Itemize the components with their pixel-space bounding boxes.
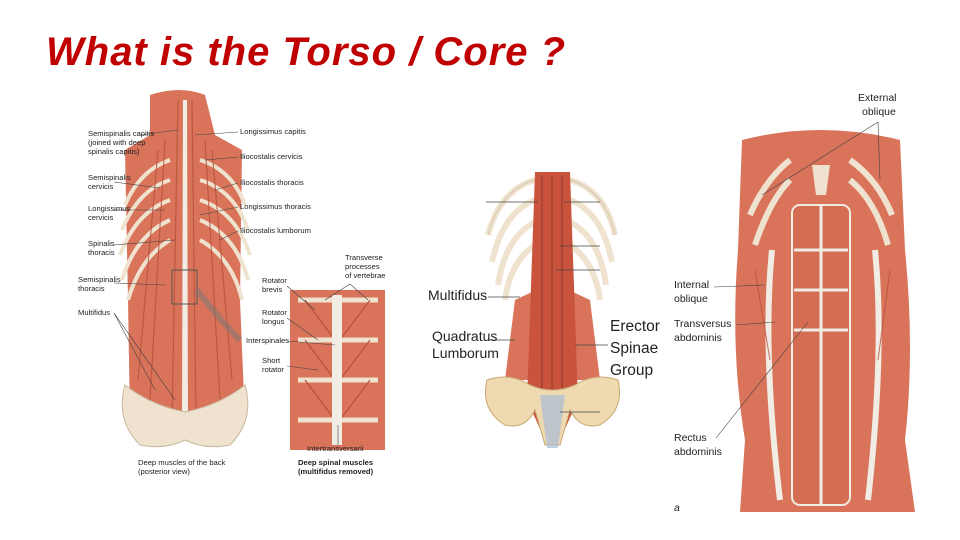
label-interspinales: Interspinales <box>246 336 290 345</box>
label-semispinalis-thoracis: Semispinalis <box>78 275 121 284</box>
label-semispinalis-capitis-line2: (joined with deep <box>88 138 146 147</box>
caption-back: Deep muscles of the back <box>138 458 226 467</box>
label-short-rotator: Short <box>262 356 281 365</box>
label-short-rotator-line2: rotator <box>262 365 284 374</box>
label-iliocostalis-cervicis: Iliocostalis cervicis <box>240 152 303 161</box>
label-transversus-abdominis: Transversus <box>674 318 732 330</box>
label-semispinalis-capitis: Semispinalis capitis <box>88 129 155 138</box>
label-semispinalis-capitis-line3: spinalis capitis) <box>88 147 140 156</box>
label-transverse-processes-line2: processes <box>345 262 380 271</box>
label-spinalis-thoracis: Spinalis <box>88 239 115 248</box>
label-semispinalis-cervicis-line2: cervicis <box>88 182 114 191</box>
label-rotator-brevis: Rotator <box>262 276 287 285</box>
label-internal-oblique: Internal <box>674 279 710 291</box>
label-internal-oblique-line2: oblique <box>674 293 708 305</box>
label-quadratus: Quadratus <box>432 328 498 344</box>
label-lumborum: Lumborum <box>432 345 499 361</box>
caption-deep: Deep spinal muscles <box>298 458 374 467</box>
label-semispinalis-cervicis: Semispinalis <box>88 173 131 182</box>
caption-back-line2: (posterior view) <box>138 467 190 476</box>
caption-deep-line2: (multifidus removed) <box>298 467 374 476</box>
label-transverse-processes-line3: of vertebrae <box>345 271 386 280</box>
label-erector: Erector <box>610 318 660 335</box>
label-group: Group <box>610 362 654 379</box>
erector-spinae-figure <box>485 172 620 448</box>
abdominal-figure <box>735 130 915 512</box>
label-longissimus-cervicis: Longissimus <box>88 204 131 213</box>
label-rectus-abdominis-line2: abdominis <box>674 446 722 458</box>
label-rotator-longus: Rotator <box>262 308 287 317</box>
label-external-oblique-line2: oblique <box>862 106 896 118</box>
label-intertransversarii: Intertransversarii <box>307 444 364 453</box>
label-semispinalis-thoracis-line2: thoracis <box>78 284 105 293</box>
slide-title: What is the Torso / Core ? <box>46 30 567 74</box>
label-rectus-abdominis: Rectus <box>674 432 707 444</box>
label-transverse-processes: Transverse <box>345 253 383 262</box>
label-iliocostalis-thoracis: Iliocostalis thoracis <box>240 178 304 187</box>
label-spinae: Spinae <box>610 340 659 357</box>
label-iliocostalis-lumborum: Iliocostalis lumborum <box>240 226 311 235</box>
label-external-oblique: External <box>858 92 897 104</box>
label-longissimus-cervicis-line2: cervicis <box>88 213 114 222</box>
back-muscles-figure <box>118 90 252 448</box>
label-rotator-brevis-line2: brevis <box>262 285 283 294</box>
panel-letter: a <box>674 502 680 514</box>
label-multifidus-back: Multifidus <box>78 308 111 317</box>
label-transversus-abdominis-line2: abdominis <box>674 332 722 344</box>
deep-spinal-figure <box>290 290 385 450</box>
label-multifidus: Multifidus <box>428 287 488 303</box>
label-longissimus-thoracis: Longissimus thoracis <box>240 202 311 211</box>
label-rotator-longus-line2: longus <box>262 317 285 326</box>
label-spinalis-thoracis-line2: thoracis <box>88 248 115 257</box>
label-longissimus-capitis: Longissimus capitis <box>240 127 306 136</box>
